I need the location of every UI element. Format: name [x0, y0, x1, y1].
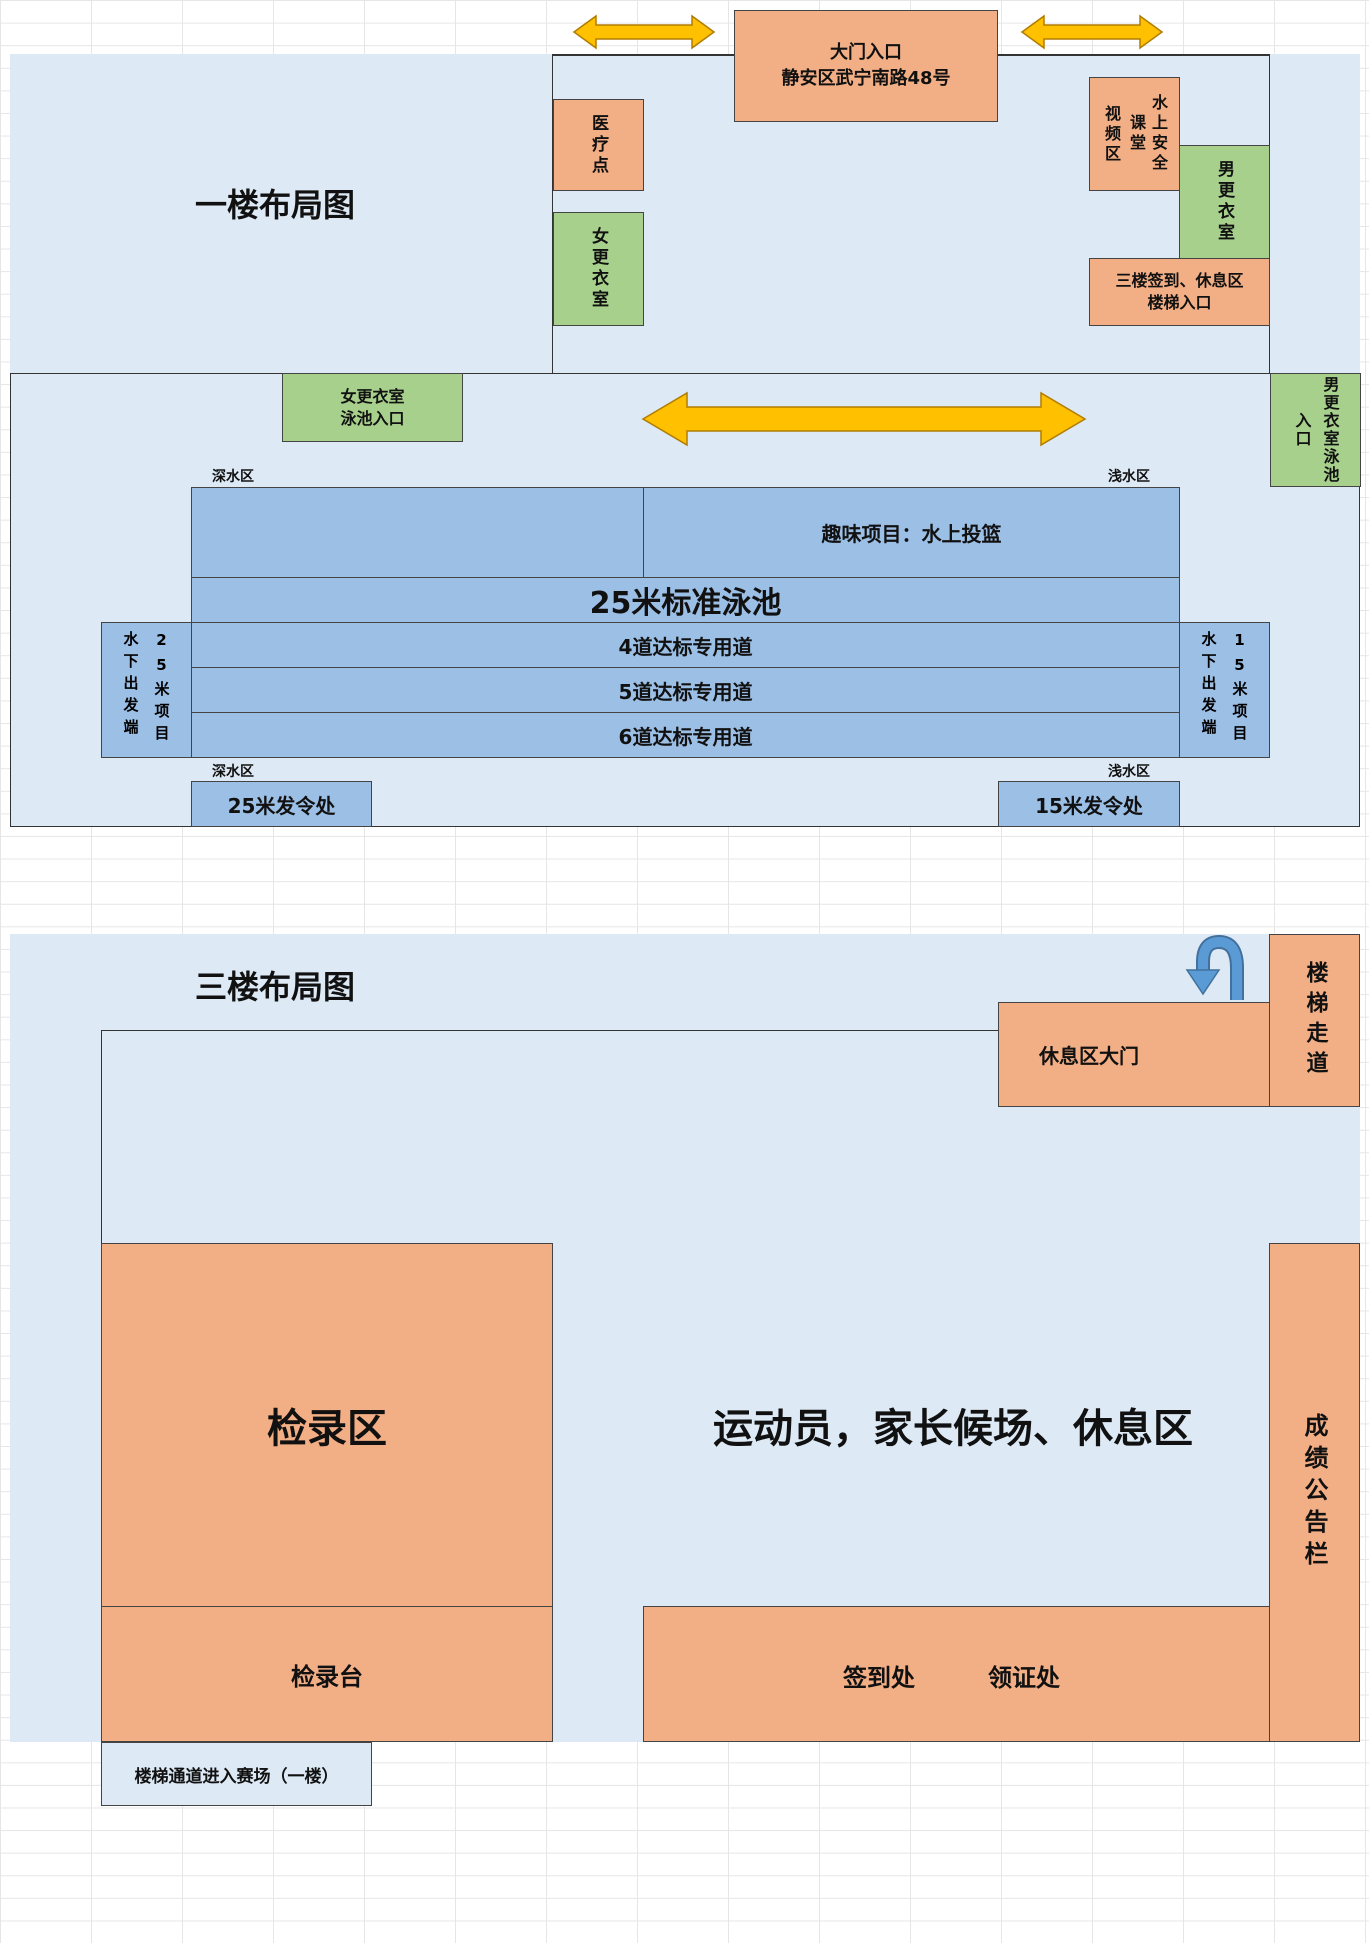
sign-in-point: 签到处: [843, 1664, 915, 1692]
check-in-area: 检录区: [101, 1243, 553, 1607]
pool-title: 25米标准泳池: [191, 577, 1180, 623]
deep-water-label-top: 深水区: [212, 469, 254, 485]
women-pool-entry: 女更衣室 泳池入口: [282, 373, 463, 442]
pool-hall-arrow: [641, 391, 1087, 447]
fun-activity-zone: 趣味项目：水上投篮: [643, 487, 1180, 578]
video-zone: 视频区: [1102, 105, 1121, 165]
medical-point: 医疗点: [553, 99, 644, 191]
pool-top-left: [191, 487, 644, 578]
video-safety-room: [1089, 77, 1180, 191]
stairs-to-3f-line1: 三楼签到、休息区: [1115, 271, 1244, 290]
women-pool-entry-line2: 泳池入口: [340, 408, 405, 428]
women-locker-room: 女更衣室: [553, 212, 644, 326]
shallow-water-label-bottom: 浅水区: [1108, 764, 1150, 780]
sign-in-certificate-desk: [643, 1606, 1270, 1742]
right-start-15m: 15米项目: [1230, 631, 1249, 747]
main-entrance-label: 大门入口: [830, 42, 902, 63]
stairs-to-3f-line2: 楼梯入口: [1147, 293, 1212, 312]
left-start-underwater: 水下出发端: [121, 631, 140, 741]
women-pool-entry-line1: 女更衣室: [340, 386, 405, 406]
lane-4: 4道达标专用道: [191, 622, 1180, 668]
results-board: 成绩公告栏: [1269, 1243, 1360, 1742]
floor3-title: 三楼布局图: [195, 968, 356, 1006]
stair-corridor: 楼梯走道: [1269, 934, 1360, 1107]
lane-6: 6道达标专用道: [191, 712, 1180, 758]
waiting-rest-area: 运动员，家长候场、休息区: [713, 1406, 1193, 1452]
curved-return-arrow: [1185, 934, 1244, 1000]
main-entrance-address: 静安区武宁南路48号: [781, 68, 951, 89]
lane-5: 5道达标专用道: [191, 667, 1180, 713]
men-locker-room: 男更衣室: [1179, 145, 1270, 259]
deep-water-label-bottom: 深水区: [212, 764, 254, 780]
main-entrance: 大门入口 静安区武宁南路48号: [734, 10, 998, 122]
start-signal-15m: 15米发令处: [998, 781, 1180, 827]
stairs-to-3f: 三楼签到、休息区 楼梯入口: [1089, 258, 1270, 326]
shallow-water-label-top: 浅水区: [1108, 469, 1150, 485]
right-start-end: 水下出发端 15米项目: [1179, 622, 1270, 758]
entrance-left-arrow: [572, 14, 716, 50]
entrance-right-arrow: [1020, 14, 1164, 50]
certificate-point: 领证处: [988, 1664, 1060, 1692]
men-pool-entry: 男更衣室泳池入口: [1270, 373, 1361, 487]
left-start-end: 水下出发端 25米项目: [101, 622, 192, 758]
right-start-underwater: 水下出发端: [1199, 631, 1218, 741]
water-safety-class: 水上安全课堂: [1127, 93, 1168, 174]
check-in-desk: 检录台: [101, 1606, 553, 1742]
rest-area-gate: 休息区大门: [998, 1002, 1270, 1107]
start-signal-25m: 25米发令处: [191, 781, 372, 827]
stair-to-first-floor: 楼梯通道进入赛场（一楼）: [101, 1742, 372, 1806]
floor1-title: 一楼布局图: [195, 186, 356, 224]
left-start-25m: 25米项目: [152, 631, 171, 747]
